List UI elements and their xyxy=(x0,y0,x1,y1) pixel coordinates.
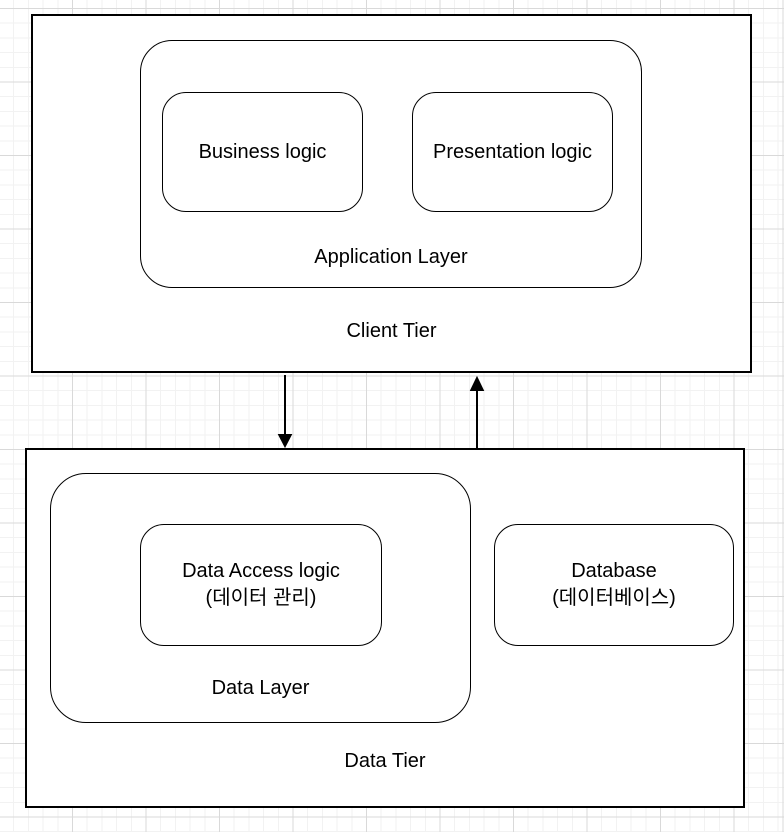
data-access-logic-sublabel: (데이터 관리) xyxy=(205,587,317,609)
data-layer-label: Data Layer xyxy=(211,677,310,699)
business-logic-node[interactable]: Business logic xyxy=(162,92,363,212)
client-to-data-connector arrow-down-icon[interactable] xyxy=(277,375,293,449)
database-label: Database xyxy=(571,560,657,582)
application-layer-label: Application Layer xyxy=(314,246,468,268)
client-tier-label: Client Tier xyxy=(346,320,437,342)
data-to-client-connector arrow-up-icon[interactable] xyxy=(469,375,485,448)
data-access-logic-label: Data Access logic xyxy=(182,560,340,582)
data-tier-label: Data Tier xyxy=(344,750,426,772)
presentation-logic-label: Presentation logic xyxy=(433,140,592,163)
data-access-logic-node[interactable]: Data Access logic (데이터 관리) xyxy=(140,524,382,646)
database-node[interactable]: Database (데이터베이스) xyxy=(494,524,734,646)
business-logic-label: Business logic xyxy=(198,140,327,163)
database-sublabel: (데이터베이스) xyxy=(552,587,676,609)
presentation-logic-node[interactable]: Presentation logic xyxy=(412,92,613,212)
